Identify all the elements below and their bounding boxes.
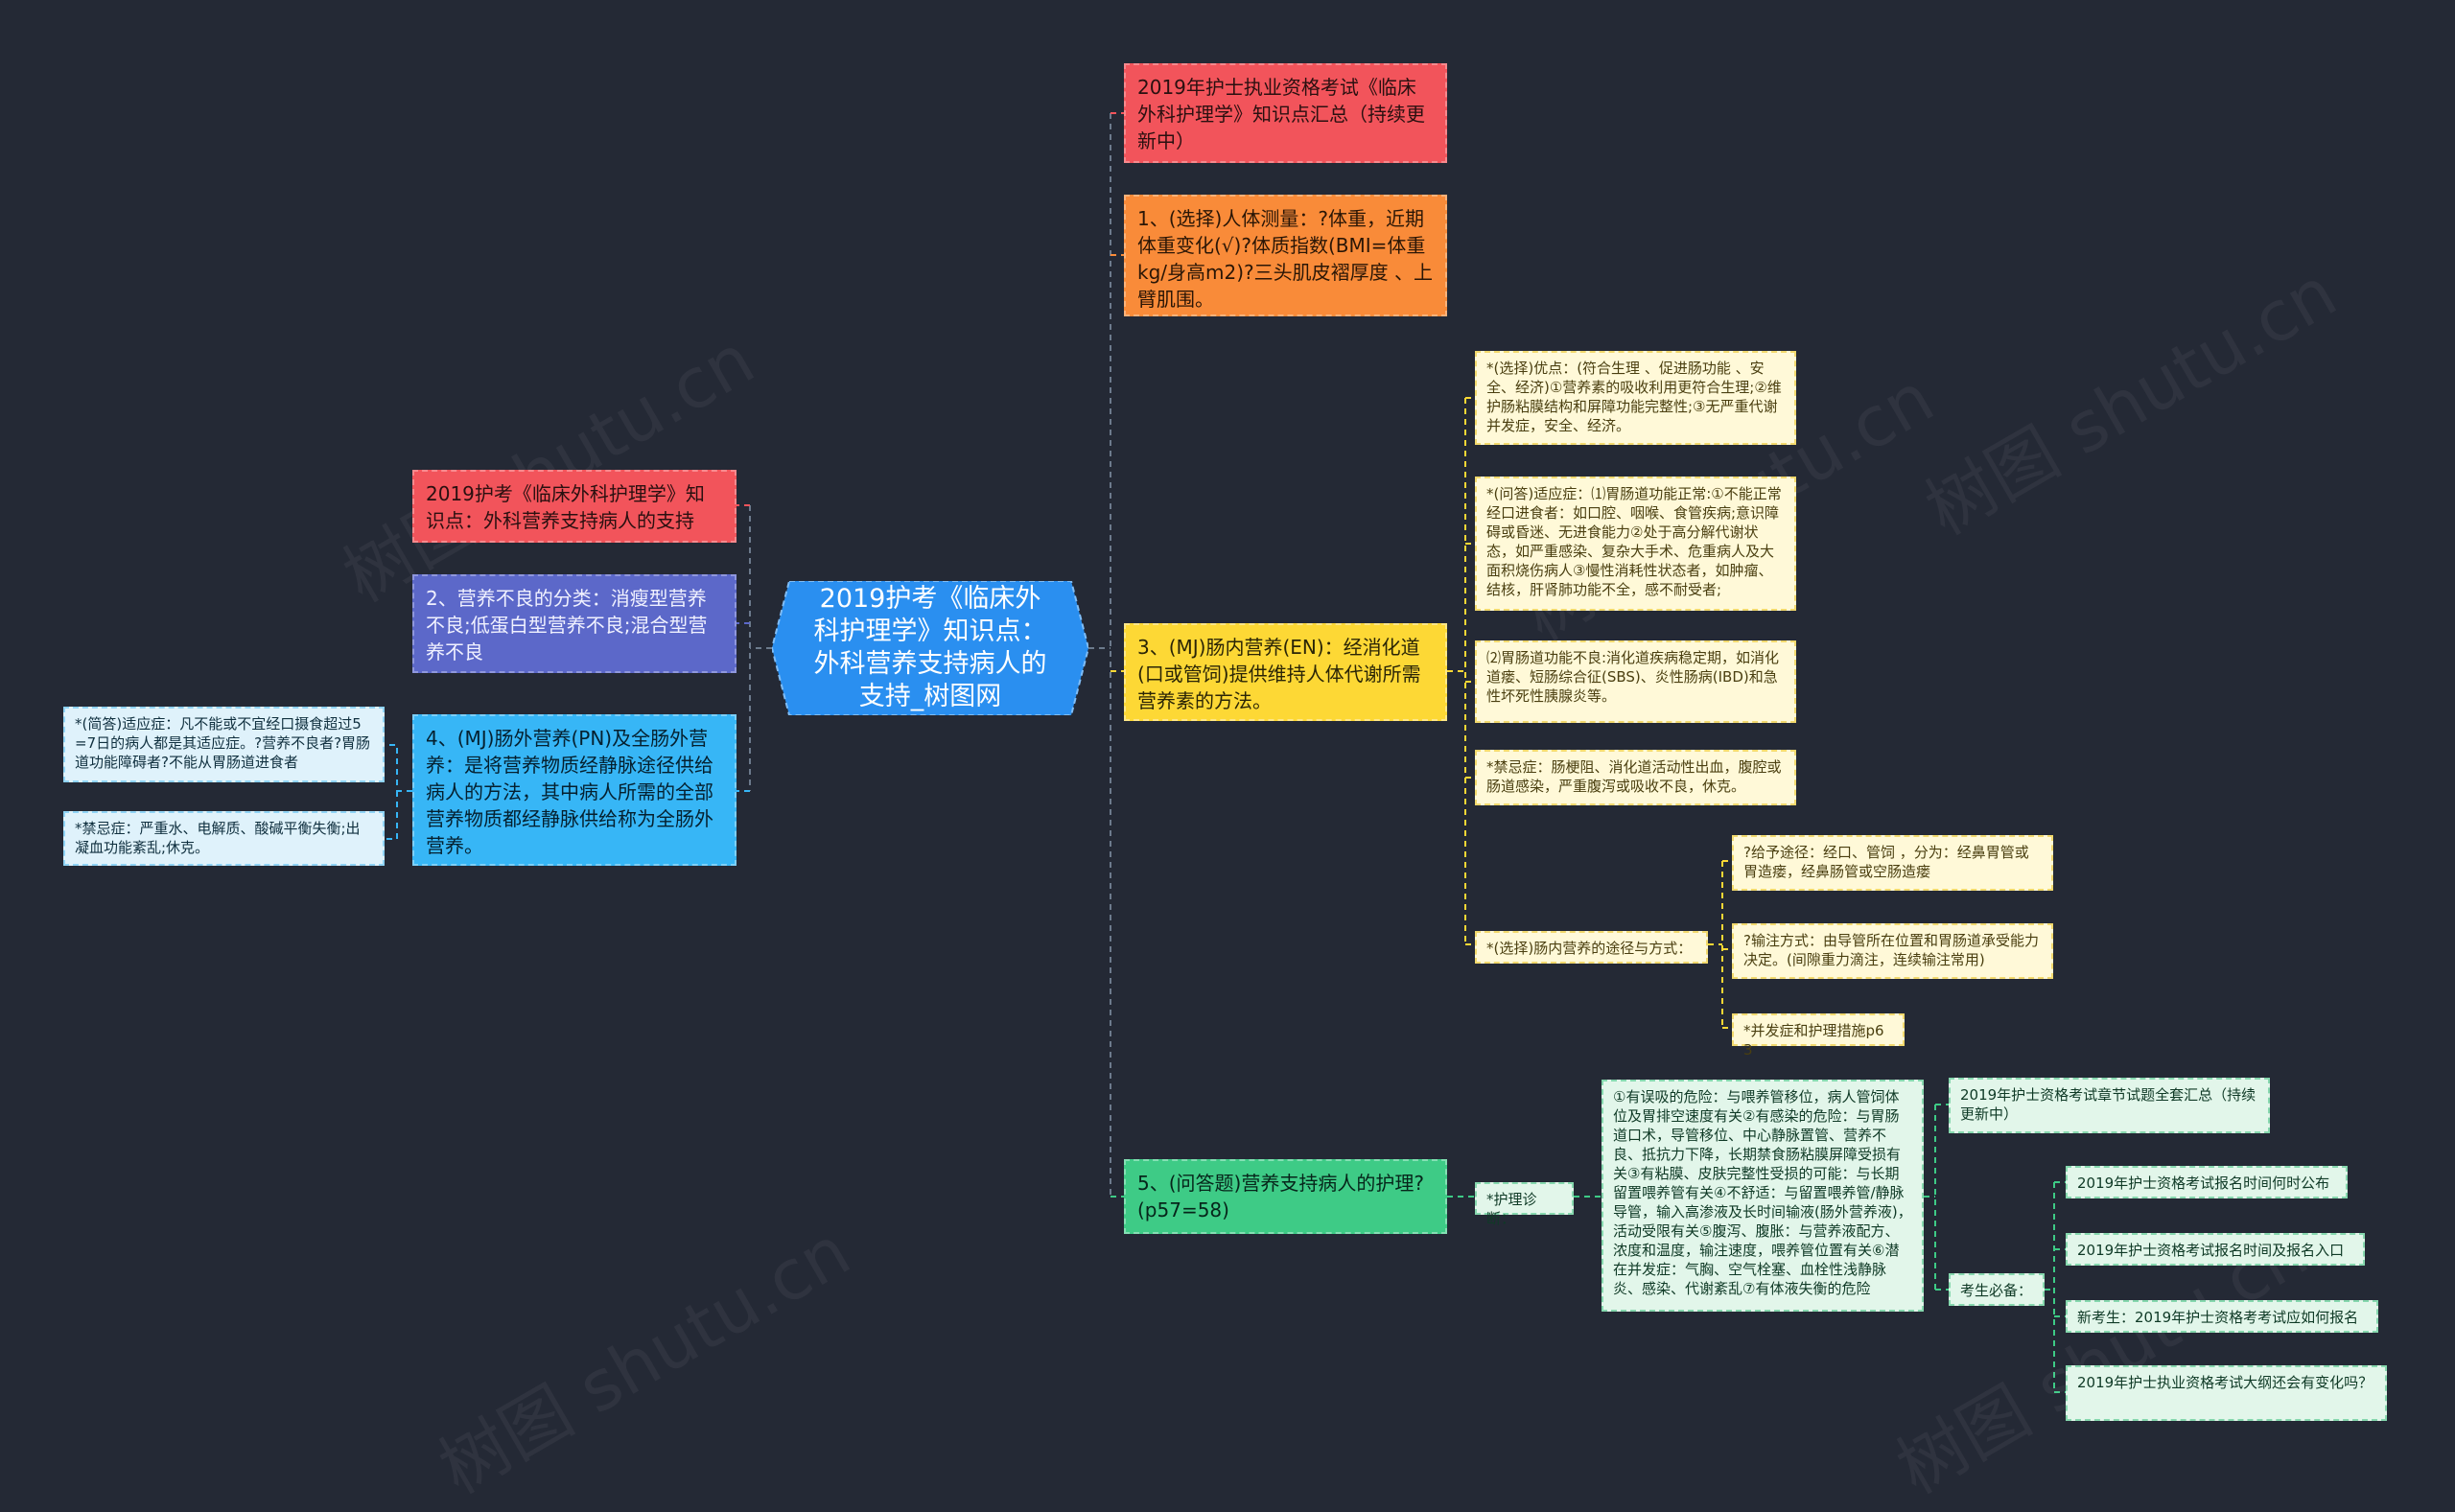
leaf-en-gi-dysfunction-text: ⑵胃肠道功能不良:消化道疾病稳定期，如消化道瘘、短肠综合征(SBS)、炎性肠病(… bbox=[1486, 649, 1780, 705]
branch-l4[interactable]: 4、(MJ)肠外营养(PN)及全肠外营养：是将营养物质经静脉途径供给病人的方法，… bbox=[412, 714, 736, 866]
leaf-nursing-diagnosis-text: *护理诊断： bbox=[1486, 1191, 1537, 1227]
branch-r1[interactable]: 2019年护士执业资格考试《临床外科护理学》知识点汇总（持续更新中） bbox=[1124, 63, 1447, 163]
leaf-en-contraindications[interactable]: *禁忌症：肠梗阻、消化道活动性出血，腹腔或肠道感染，严重腹泻或吸收不良，休克。 bbox=[1475, 750, 1796, 805]
branch-r3-text: 3、(MJ)肠内营养(EN)：经消化道(口或管饲)提供维持人体代谢所需营养素的方… bbox=[1137, 636, 1421, 712]
link-syllabus-change-text: 2019年护士执业资格考试大纲还会有变化吗？ bbox=[2077, 1374, 2373, 1391]
branch-l1[interactable]: 2019护考《临床外科护理学》知识点：外科营养支持病人的支持 bbox=[412, 470, 736, 543]
central-topic-shape bbox=[772, 581, 1088, 715]
leaf-route-infusion-text: ?输注方式：由导管所在位置和胃肠道承受能力决定。(间隙重力滴注，连续输注常用) bbox=[1743, 932, 2039, 968]
branch-l4-text: 4、(MJ)肠外营养(PN)及全肠外营养：是将营养物质经静脉途径供给病人的方法，… bbox=[426, 727, 713, 857]
leaf-en-routes[interactable]: *(选择)肠内营养的途径与方式： bbox=[1475, 931, 1708, 964]
link-new-candidate-text: 新考生：2019年护士资格考考试应如何报名 bbox=[2077, 1309, 2359, 1326]
branch-l2-text: 2、营养不良的分类：消瘦型营养不良;低蛋白型营养不良;混合型营养不良 bbox=[426, 587, 708, 663]
leaf-route-complications-text: *并发症和护理措施p63 bbox=[1743, 1022, 1884, 1058]
branch-r3[interactable]: 3、(MJ)肠内营养(EN)：经消化道(口或管饲)提供维持人体代谢所需营养素的方… bbox=[1124, 623, 1447, 721]
leaf-candidate-must-text: 考生必备： bbox=[1960, 1282, 2033, 1299]
link-registration-entry-text: 2019年护士资格考试报名时间及报名入口 bbox=[2077, 1242, 2345, 1259]
leaf-diagnosis-detail[interactable]: ①有误吸的危险：与喂养管移位，病人管饲体位及胃排空速度有关②有感染的危险：与胃肠… bbox=[1602, 1080, 1924, 1312]
leaf-diagnosis-detail-text: ①有误吸的危险：与喂养管移位，病人管饲体位及胃排空速度有关②有感染的危险：与胃肠… bbox=[1613, 1088, 1912, 1297]
link-registration-time[interactable]: 2019年护士资格考试报名时间何时公布 bbox=[2066, 1166, 2348, 1198]
leaf-route-delivery-text: ?给予途径：经口、管饲 ，分为：经鼻胃管或胃造瘘，经鼻肠管或空肠造瘘 bbox=[1743, 844, 2029, 880]
leaf-candidate-must[interactable]: 考生必备： bbox=[1949, 1273, 2045, 1306]
central-topic[interactable]: 2019护考《临床外科护理学》知识点：外科营养支持病人的支持_树图网 bbox=[772, 581, 1088, 715]
branch-r5[interactable]: 5、(问答题)营养支持病人的护理?(p57=58) bbox=[1124, 1159, 1447, 1234]
link-chapter-questions[interactable]: 2019年护士资格考试章节试题全套汇总（持续更新中） bbox=[1949, 1078, 2270, 1133]
link-registration-time-text: 2019年护士资格考试报名时间何时公布 bbox=[2077, 1175, 2330, 1192]
leaf-l4-indication-text: *(简答)适应症：凡不能或不宜经口摄食超过5=7日的病人都是其适应症。?营养不良… bbox=[75, 715, 371, 771]
link-new-candidate[interactable]: 新考生：2019年护士资格考考试应如何报名 bbox=[2066, 1300, 2378, 1333]
branch-r2[interactable]: 1、(选择)人体测量：?体重，近期体重变化(√)?体质指数(BMI=体重kg/身… bbox=[1124, 195, 1447, 316]
link-syllabus-change[interactable]: 2019年护士执业资格考试大纲还会有变化吗？ bbox=[2066, 1365, 2387, 1421]
leaf-en-contraindications-text: *禁忌症：肠梗阻、消化道活动性出血，腹腔或肠道感染，严重腹泻或吸收不良，休克。 bbox=[1486, 758, 1782, 795]
leaf-route-infusion[interactable]: ?输注方式：由导管所在位置和胃肠道承受能力决定。(间隙重力滴注，连续输注常用) bbox=[1732, 923, 2053, 979]
leaf-route-complications[interactable]: *并发症和护理措施p63 bbox=[1732, 1013, 1905, 1058]
central-topic-text: 2019护考《临床外科护理学》知识点：外科营养支持病人的支持_树图网 bbox=[813, 584, 1047, 711]
link-chapter-questions-text: 2019年护士资格考试章节试题全套汇总（持续更新中） bbox=[1960, 1086, 2256, 1123]
leaf-en-indications-text: *(问答)适应症：⑴胃肠道功能正常:①不能正常经口进食者：如口腔、咽喉、食管疾病… bbox=[1486, 485, 1782, 598]
leaf-en-advantages[interactable]: *(选择)优点：(符合生理 、促进肠功能 、安全、经济)①营养素的吸收利用更符合… bbox=[1475, 351, 1796, 445]
branch-r1-text: 2019年护士执业资格考试《临床外科护理学》知识点汇总（持续更新中） bbox=[1137, 76, 1425, 152]
leaf-l4-indication[interactable]: *(简答)适应症：凡不能或不宜经口摄食超过5=7日的病人都是其适应症。?营养不良… bbox=[63, 707, 385, 782]
leaf-route-delivery[interactable]: ?给予途径：经口、管饲 ，分为：经鼻胃管或胃造瘘，经鼻肠管或空肠造瘘 bbox=[1732, 835, 2053, 891]
leaf-en-routes-text: *(选择)肠内营养的途径与方式： bbox=[1486, 940, 1693, 957]
link-registration-entry[interactable]: 2019年护士资格考试报名时间及报名入口 bbox=[2066, 1233, 2365, 1266]
leaf-l4-contraindication-text: *禁忌症：严重水、电解质、酸碱平衡失衡;出凝血功能紊乱;休克。 bbox=[75, 820, 361, 856]
branch-l2[interactable]: 2、营养不良的分类：消瘦型营养不良;低蛋白型营养不良;混合型营养不良 bbox=[412, 574, 736, 673]
leaf-l4-contraindication[interactable]: *禁忌症：严重水、电解质、酸碱平衡失衡;出凝血功能紊乱;休克。 bbox=[63, 811, 385, 866]
branch-l1-text: 2019护考《临床外科护理学》知识点：外科营养支持病人的支持 bbox=[426, 482, 705, 532]
branch-r5-text: 5、(问答题)营养支持病人的护理?(p57=58) bbox=[1137, 1172, 1424, 1221]
leaf-en-gi-dysfunction[interactable]: ⑵胃肠道功能不良:消化道疾病稳定期，如消化道瘘、短肠综合征(SBS)、炎性肠病(… bbox=[1475, 640, 1796, 723]
leaf-en-advantages-text: *(选择)优点：(符合生理 、促进肠功能 、安全、经济)①营养素的吸收利用更符合… bbox=[1486, 360, 1782, 434]
leaf-nursing-diagnosis[interactable]: *护理诊断： bbox=[1475, 1182, 1574, 1227]
leaf-en-indications[interactable]: *(问答)适应症：⑴胃肠道功能正常:①不能正常经口进食者：如口腔、咽喉、食管疾病… bbox=[1475, 477, 1796, 611]
branch-r2-text: 1、(选择)人体测量：?体重，近期体重变化(√)?体质指数(BMI=体重kg/身… bbox=[1137, 207, 1433, 311]
